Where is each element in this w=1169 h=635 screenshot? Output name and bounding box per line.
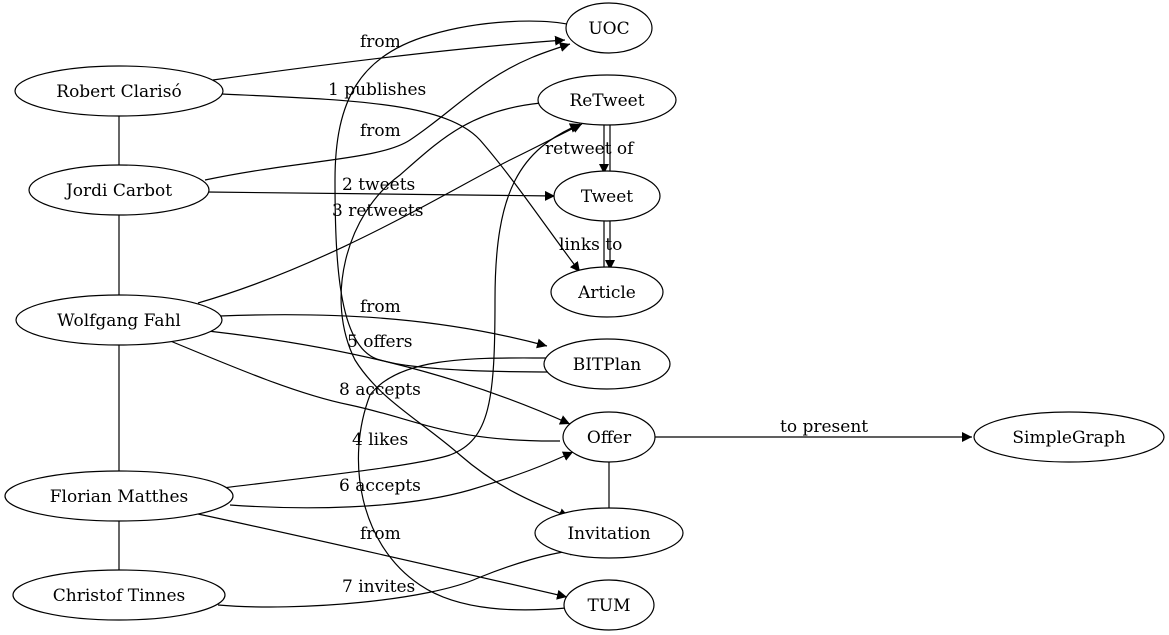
edge-robert-article [221, 93, 581, 273]
node-invitation: Invitation [534, 507, 684, 559]
edge-label-robert-uoc: from [360, 32, 401, 52]
node-label-simplegraph: SimpleGraph [1012, 428, 1125, 448]
edge-wolfgang-offer-8 [167, 339, 561, 442]
node-offer: Offer [562, 411, 656, 463]
node-tum: TUM [563, 579, 655, 631]
node-bitplan: BITPlan [543, 338, 671, 390]
node-label-robert: Robert Clarisó [56, 82, 181, 102]
node-label-offer: Offer [587, 428, 632, 448]
edge-wolfgang-bitplan [219, 314, 548, 349]
edge-label-wolfgang-offer-8: 8 accepts [339, 380, 421, 400]
edge-label-jordi-uoc: from [360, 121, 401, 141]
node-jordi: Jordi Carbot [28, 164, 210, 216]
edge-label-florian-retweet: 4 likes [352, 430, 408, 450]
edge-christof-invitation [217, 545, 581, 608]
node-article: Article [550, 266, 664, 318]
node-wolfgang: Wolfgang Fahl [15, 294, 223, 346]
edge-label-florian-offer: 6 accepts [339, 476, 421, 496]
node-label-retweet: ReTweet [569, 91, 644, 111]
node-label-tweet: Tweet [581, 187, 633, 207]
node-label-tum: TUM [587, 596, 630, 616]
node-retweet: ReTweet [537, 74, 677, 126]
edge-florian-offer [229, 451, 574, 509]
edge-label-wolfgang-bitplan: from [360, 297, 401, 317]
edge-retweet-invitation [340, 102, 570, 518]
node-christof: Christof Tinnes [12, 569, 226, 621]
edge-label-wolfgang-retweet: 3 retweets [332, 201, 423, 221]
node-label-uoc: UOC [588, 19, 629, 39]
node-label-wolfgang: Wolfgang Fahl [57, 311, 181, 331]
edge-robert-uoc [212, 35, 566, 81]
edge-bitplan-uoc [334, 20, 573, 373]
node-simplegraph: SimpleGraph [973, 411, 1165, 463]
node-tweet: Tweet [553, 170, 661, 222]
edge-label-wolfgang-offer-5: 5 offers [347, 332, 412, 352]
node-label-article: Article [577, 283, 636, 303]
edge-label-christof-invitation: 7 invites [342, 577, 415, 597]
node-label-invitation: Invitation [567, 524, 650, 544]
edge-label-jordi-tweet: 2 tweets [342, 175, 415, 195]
node-label-bitplan: BITPlan [573, 355, 642, 375]
node-robert: Robert Clarisó [14, 65, 224, 117]
edge-jordi-tweet [206, 190, 556, 201]
edge-label-offer-simplegraph: to present [780, 417, 868, 437]
edge-label-robert-article: 1 publishes [328, 80, 426, 100]
node-florian: Florian Matthes [4, 470, 234, 522]
edge-label-florian-tum: from [360, 524, 401, 544]
edge-jordi-uoc [204, 42, 571, 181]
node-label-jordi: Jordi Carbot [64, 181, 172, 201]
node-uoc: UOC [565, 2, 653, 54]
edge-tum-bitplan [357, 357, 567, 611]
edge-florian-retweet [221, 123, 581, 489]
edge-label-tweet-article: links to [559, 235, 622, 255]
edge-label-retweet-tweet: retweet of [545, 139, 635, 159]
edge-tweet-article [603, 220, 615, 270]
node-label-christof: Christof Tinnes [53, 586, 185, 606]
node-label-florian: Florian Matthes [50, 487, 188, 507]
edge-florian-tum [197, 513, 568, 600]
edge-retweet-tweet [599, 124, 611, 174]
